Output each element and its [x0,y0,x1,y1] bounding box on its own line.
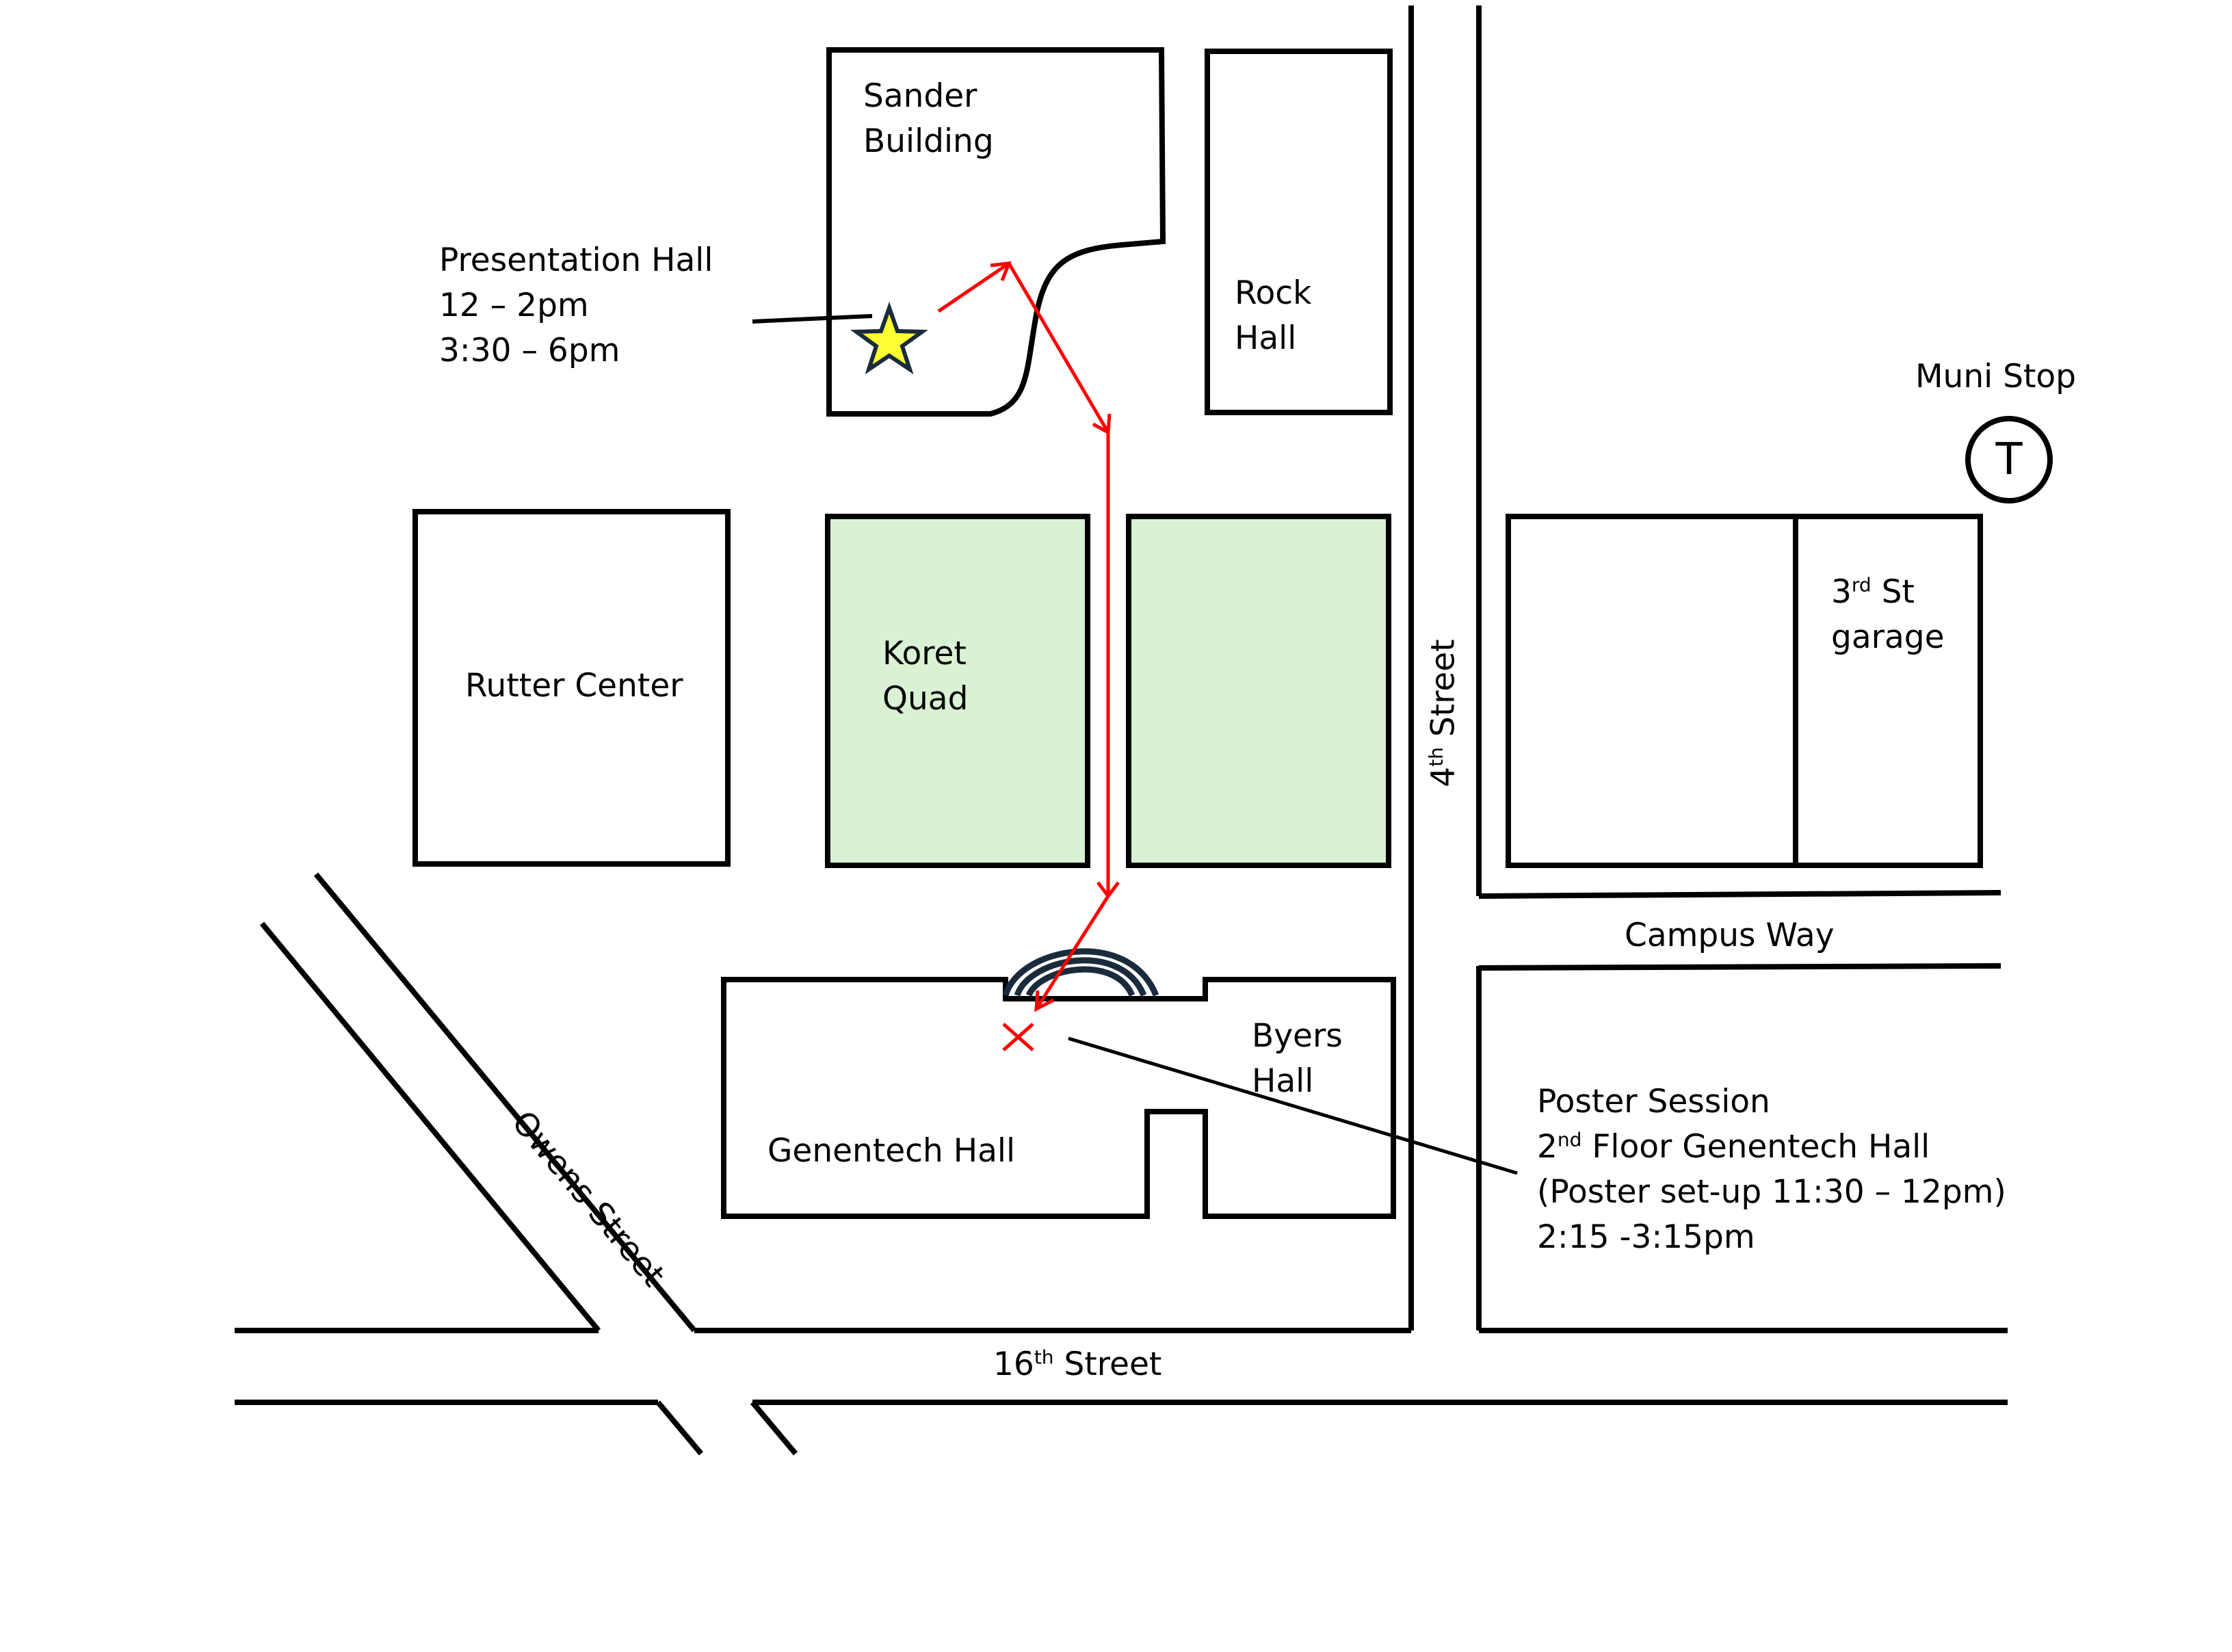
owens-street-west-edge-south [655,1400,704,1456]
poster-session-time: 2:15 -3:15pm [1537,1218,1755,1256]
third-st-garage-label-1: 3rd St [1831,573,1915,611]
poster-session-title: Poster Session [1537,1083,1770,1120]
koret-quad-label-1: Koret [882,635,967,672]
byers-hall-label-2: Hall [1252,1062,1314,1100]
walking-route [937,261,1120,1012]
koret-quad-west-lawn [825,514,1090,868]
presentation-hall-title: Presentation Hall [439,241,713,279]
third-st-garage-outline [1506,514,1983,868]
rock-hall-label-2: Hall [1235,319,1297,357]
fourth-street-label: 4th Street [1424,639,1462,787]
campus-way-south-edge [1478,963,2001,971]
star-icon [850,301,928,375]
rutter-center-label: Rutter Center [465,667,683,705]
third-st-garage-label-2: garage [1831,618,1945,656]
transit-stop-icon [1965,416,2053,503]
muni-stop-label: Muni Stop [1915,358,2076,395]
koret-quad-label-2: Quad [882,680,969,718]
genentech-hall-label: Genentech Hall [767,1132,1016,1170]
byers-hall-label-1: Byers [1252,1017,1343,1055]
sander-building-label-2: Building [863,122,994,160]
presentation-hall-leader-line [752,314,873,324]
poster-session-floor: 2nd Floor Genentech Hall [1537,1128,1930,1166]
campus-way-north-edge [1478,890,2001,899]
x-mark-icon [1002,1023,1034,1051]
rock-hall-outline [1205,49,1393,415]
genentech-byers-hall-outline [721,977,1396,1219]
owens-street-west-edge [259,921,601,1333]
owens-street-east-edge [313,872,697,1333]
poster-session-leader-line [1068,1036,1518,1175]
poster-session-setup: (Poster set-up 11:30 – 12pm) [1537,1173,2006,1211]
muni-stop-symbol: T [1995,434,2023,485]
rock-hall-label-1: Rock [1235,274,1312,312]
presentation-hall-time-1: 12 – 2pm [439,287,589,324]
presentation-hall-time-2: 3:30 – 6pm [439,332,620,369]
sixteenth-street-label: 16th Street [993,1346,1162,1383]
sander-building-outline [826,47,1166,417]
owens-street-east-edge-south [750,1400,798,1456]
rutter-center-outline [412,509,731,867]
koret-quad-east-lawn [1126,514,1391,868]
entrance-arch-icon [1002,948,1159,997]
campus-way-label: Campus Way [1625,917,1835,954]
sander-building-label-1: Sander [863,77,977,115]
